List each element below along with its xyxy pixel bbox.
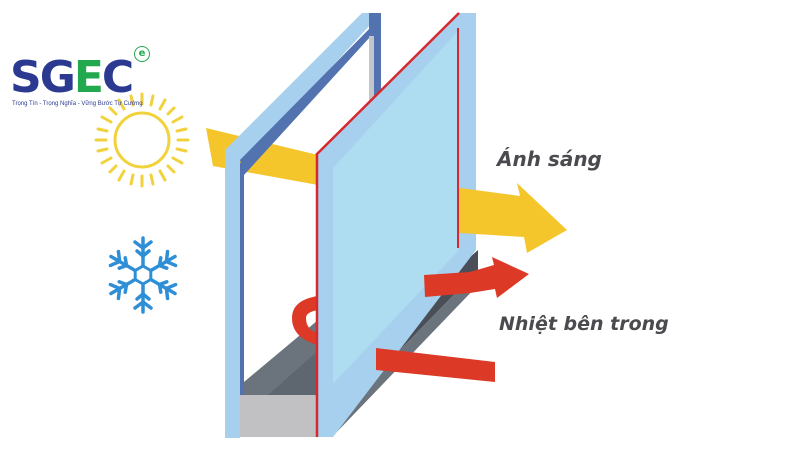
heat-label: Nhiệt bên trong: [499, 313, 669, 335]
sunlight-arrow-exit: [460, 183, 567, 253]
heat-arrow-incoming: [376, 348, 495, 382]
logo-tagline: Trọng Tín - Trọng Nghĩa - Vững Bước Tự C…: [12, 101, 143, 107]
snowflake-icon: [105, 236, 181, 314]
sun-icon: [94, 92, 190, 188]
heat-swirl: [292, 296, 318, 345]
light-label: Ánh sáng: [497, 147, 602, 171]
sgec-logo: SGEC e Trọng Tín - Trọng Nghĩa - Vững Bư…: [10, 46, 180, 112]
inner-glass-pane: [315, 12, 476, 437]
outer-glass-frame: [225, 13, 381, 438]
logo-e-badge-icon: e: [134, 46, 150, 62]
heat-arrow-reflected: [424, 257, 529, 298]
logo-wordmark: SGEC: [10, 52, 134, 103]
